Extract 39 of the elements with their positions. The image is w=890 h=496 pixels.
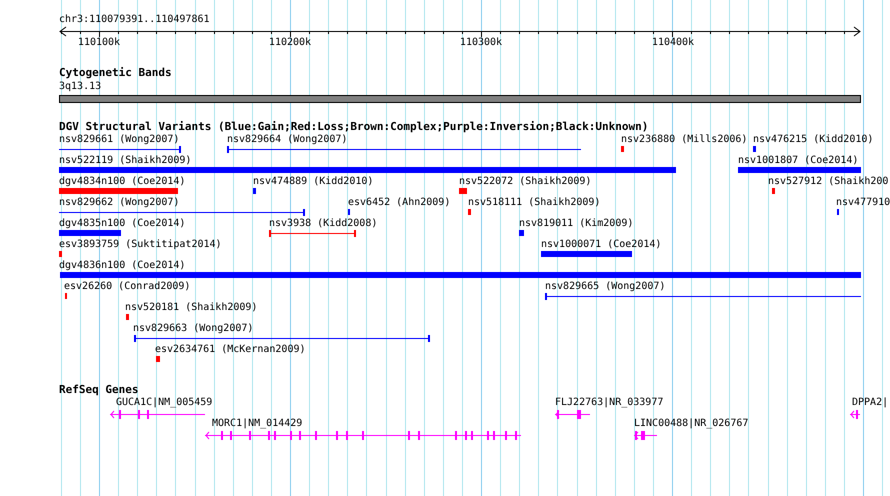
variant-label: nsv819011 (Kim2009) <box>519 218 634 229</box>
gene-label: LINC00488|NR_026767 <box>634 418 748 429</box>
variant-label: dgv4834n100 (Coe2014) <box>59 176 186 187</box>
variant-label: esv2634761 (McKernan2009) <box>155 344 306 355</box>
variant-label: nsv829661 (Wong2007) <box>59 134 180 145</box>
variant-label: esv3893759 (Suktitipat2014) <box>59 239 222 250</box>
variant-label: nsv829662 (Wong2007) <box>59 197 180 208</box>
variant-label: nsv522119 (Shaikh2009) <box>59 155 192 166</box>
variant-label: nsv829664 (Wong2007) <box>227 134 348 145</box>
variant-label: dgv4835n100 (Coe2014) <box>59 218 186 229</box>
variant-label: nsv1000071 (Coe2014) <box>541 239 662 250</box>
variant-label: nsv1001807 (Coe2014) <box>738 155 860 166</box>
track-title: RefSeq Genes <box>59 384 138 395</box>
gene-label: MORC1|NM_014429 <box>212 418 304 429</box>
variant-label: nsv3938 (Kidd2008) <box>269 218 378 229</box>
variant-label: esv26260 (Conrad2009) <box>64 281 190 292</box>
track-title: DGV Structural Variants (Blue:Gain;Red:Loss;Brown:Complex;Purple:Inversion;Black:Unknown) <box>59 121 648 132</box>
variant-label: nsv520181 (Shaikh2009) <box>125 302 258 313</box>
gene-label: GUCA1C|NM_005459 <box>116 397 212 408</box>
variant-label: esv6452 (Ahn2009) <box>348 197 450 208</box>
variant-label: nsv477910 <box>836 197 890 208</box>
band-label: 3q13.13 <box>59 81 102 92</box>
axis-tick-label: 110400k <box>652 37 694 48</box>
region-coordinates: chr3:110079391..110497861 <box>59 14 210 25</box>
axis-tick-label: 110200k <box>268 37 312 48</box>
axis-tick-label: 110100k <box>78 37 120 48</box>
variant-label: dgv4836n100 (Coe2014) <box>59 260 186 271</box>
gene-label: FLJ22763|NR_033977 <box>555 397 664 408</box>
variant-label: nsv518111 (Shaikh2009) <box>468 197 600 208</box>
variant-label: nsv474889 (Kidd2010) <box>253 176 374 187</box>
track-title: Cytogenetic Bands <box>59 67 172 78</box>
variant-label: nsv527912 (Shaikh200 <box>768 176 888 187</box>
variant-label: nsv236880 (Mills2006) <box>621 134 748 145</box>
gene-label: DPPA2| <box>852 397 888 408</box>
axis-tick-label: 110300k <box>460 37 502 48</box>
variant-label: nsv522072 (Shaikh2009) <box>459 176 592 187</box>
variant-label: nsv829665 (Wong2007) <box>545 281 666 292</box>
variant-label: nsv829663 (Wong2007) <box>133 323 254 334</box>
variant-label: nsv476215 (Kidd2010) <box>753 134 874 145</box>
